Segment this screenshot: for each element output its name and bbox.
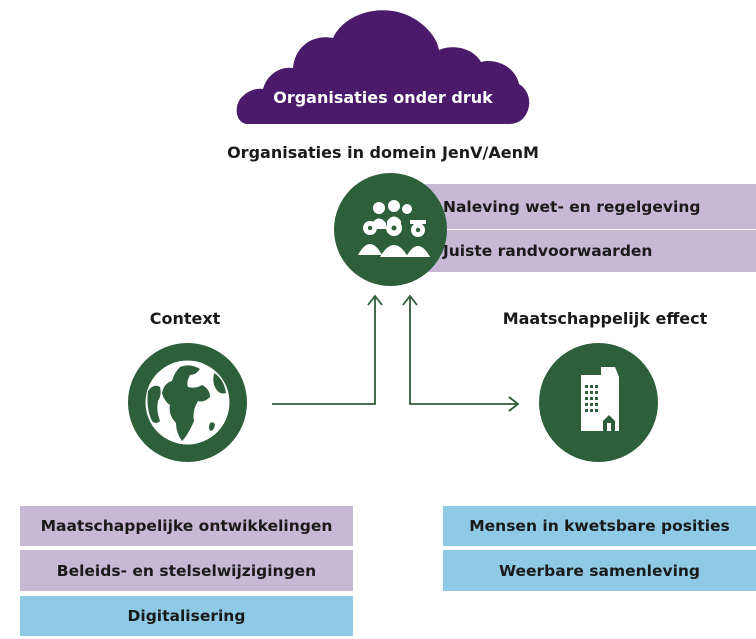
effect-heading: Maatschappelijk effect bbox=[502, 309, 708, 328]
context-heading: Context bbox=[149, 309, 221, 328]
organisations-circle bbox=[334, 173, 447, 286]
effect-item-vulnerable: Mensen in kwetsbare posities bbox=[443, 506, 756, 546]
cloud-label: Organisaties onder druk bbox=[273, 88, 493, 107]
organisations-item-compliance: Naleving wet- en regelgeving bbox=[423, 184, 756, 229]
organisations-item-preconditions: Juiste randvoorwaarden bbox=[423, 230, 756, 272]
effect-circle bbox=[539, 343, 658, 462]
buildings-icon bbox=[581, 367, 619, 431]
globe-icon bbox=[145, 360, 230, 445]
organisations-heading: Organisaties in domein JenV/AenM bbox=[227, 143, 539, 162]
context-item-policy-changes: Beleids- en stelselwijzigingen bbox=[20, 550, 353, 591]
cloud-shape bbox=[236, 10, 530, 125]
arrow-organisations-to-effect bbox=[409, 296, 518, 405]
people-group-icon bbox=[358, 200, 430, 257]
arrow-context-to-organisations bbox=[272, 296, 376, 405]
context-circle bbox=[128, 343, 247, 462]
context-item-digitalisation: Digitalisering bbox=[20, 596, 353, 636]
context-item-developments: Maatschappelijke ontwikkelingen bbox=[20, 506, 353, 546]
effect-item-resilient-society: Weerbare samenleving bbox=[443, 550, 756, 591]
